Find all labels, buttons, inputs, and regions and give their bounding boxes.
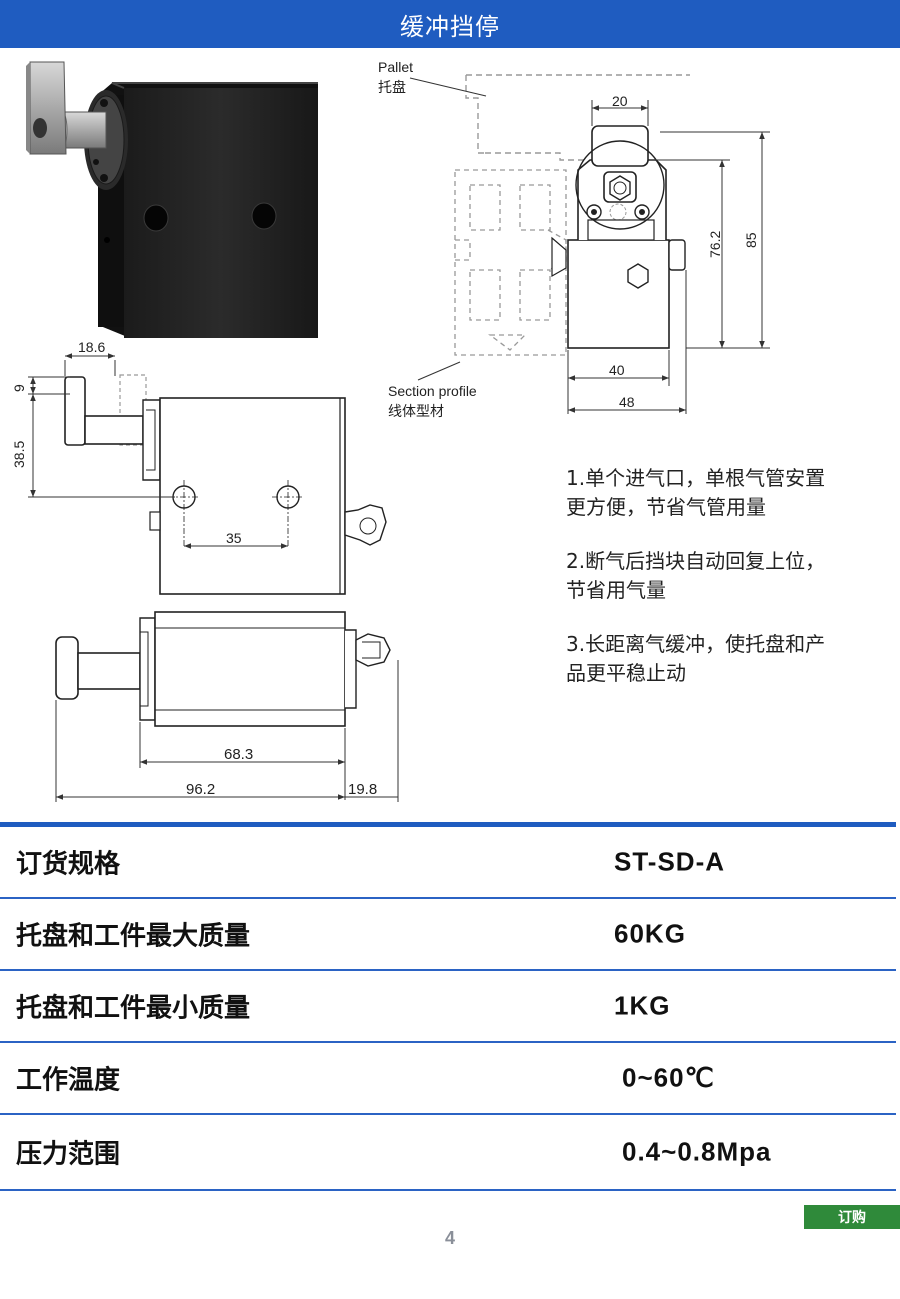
spec-label: 托盘和工件最小质量 bbox=[16, 993, 251, 1024]
dim-18-6: 18.6 bbox=[78, 339, 105, 355]
product-photo bbox=[26, 61, 318, 338]
feature-item: 3.长距离气缓冲，使托盘和产品更平稳止动 bbox=[566, 632, 826, 685]
spec-label: 订货规格 bbox=[16, 849, 121, 880]
section-label-cn: 线体型材 bbox=[388, 404, 444, 420]
spec-table-top-rule bbox=[0, 822, 896, 827]
spec-label: 托盘和工件最大质量 bbox=[16, 921, 251, 952]
spec-value: 1KG bbox=[614, 990, 671, 1021]
spec-value: 0.4~0.8Mpa bbox=[622, 1136, 772, 1167]
dim-35: 35 bbox=[226, 530, 242, 546]
spec-row-min-mass: 托盘和工件最小质量 1KG bbox=[0, 971, 896, 1043]
spec-row-max-mass: 托盘和工件最大质量 60KG bbox=[0, 899, 896, 971]
spec-label: 工作温度 bbox=[16, 1065, 121, 1096]
dim-40: 40 bbox=[609, 362, 625, 378]
dim-96-2: 96.2 bbox=[186, 781, 215, 798]
dim-48: 48 bbox=[619, 394, 635, 410]
dim-76-2: 76.2 bbox=[707, 231, 723, 258]
technical-drawings: 20 76.2 85 40 48 Pallet 托盘 Section profi… bbox=[11, 59, 770, 802]
order-button[interactable]: 订购 bbox=[804, 1205, 900, 1229]
spec-label: 压力范围 bbox=[16, 1139, 121, 1170]
dim-85: 85 bbox=[743, 232, 759, 248]
dim-20: 20 bbox=[612, 93, 628, 109]
dim-9: 9 bbox=[11, 384, 27, 392]
feature-item: 2.断气后挡块自动回复上位，节省用气量 bbox=[566, 549, 826, 602]
dim-38-5: 38.5 bbox=[11, 441, 27, 468]
page-number: 4 bbox=[444, 1228, 455, 1248]
dim-19-8: 19.8 bbox=[348, 781, 377, 798]
section-label-en: Section profile bbox=[388, 383, 477, 399]
spec-row-order-code: 订货规格 ST-SD-A bbox=[0, 827, 896, 899]
front-view-drawing: 18.6 9 38.5 35 bbox=[11, 339, 387, 595]
side-view-drawing: 20 76.2 85 40 48 Pallet 托盘 Section profi… bbox=[378, 59, 770, 420]
feature-list: 1.单个进气口，单根气管安置更方便，节省气管用量 2.断气后挡块自动回复上位，节… bbox=[566, 464, 826, 713]
spec-value: 60KG bbox=[614, 918, 686, 949]
pallet-label-cn: 托盘 bbox=[378, 79, 406, 96]
spec-value: ST-SD-A bbox=[614, 846, 725, 877]
spec-row-temperature: 工作温度 0~60℃ bbox=[0, 1043, 896, 1115]
dim-68-3: 68.3 bbox=[224, 746, 253, 763]
spec-row-pressure: 压力范围 0.4~0.8Mpa bbox=[0, 1115, 896, 1191]
page-header: 缓冲挡停 bbox=[0, 0, 900, 48]
product-figures: 20 76.2 85 40 48 Pallet 托盘 Section profi… bbox=[0, 48, 900, 818]
spec-table: 订货规格 ST-SD-A 托盘和工件最大质量 60KG 托盘和工件最小质量 1K… bbox=[0, 827, 896, 1191]
pallet-label-en: Pallet bbox=[378, 59, 413, 75]
feature-item: 1.单个进气口，单根气管安置更方便，节省气管用量 bbox=[566, 466, 826, 519]
spec-value: 0~60℃ bbox=[622, 1062, 715, 1093]
top-view-drawing: 68.3 96.2 19.8 bbox=[55, 611, 399, 802]
page-title: 缓冲挡停 bbox=[400, 12, 500, 41]
